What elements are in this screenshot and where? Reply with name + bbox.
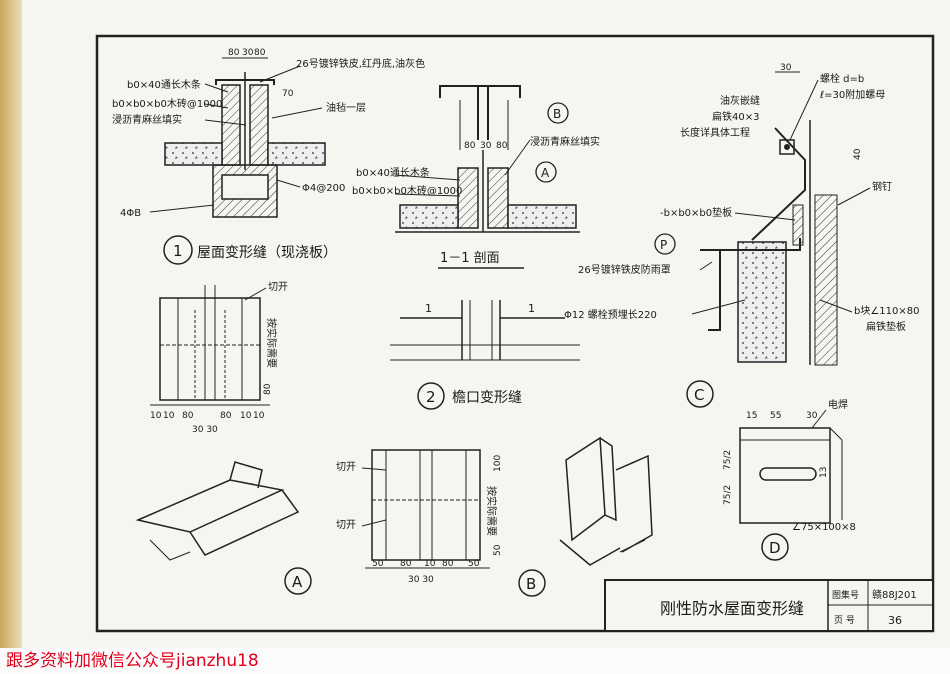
d2-cut-right: 1 <box>528 302 535 315</box>
dd-dim-left-0: 75/2 <box>723 450 733 470</box>
d1-dim-c: 80 <box>254 48 266 58</box>
dc-embed: Φ12 螺栓预埋长220 <box>564 308 657 321</box>
d1-label-fill: 浸沥青麻丝填实 <box>112 113 182 126</box>
ub-dim-1: 80 <box>400 559 412 569</box>
d1-label-rebar: Φ4@200 <box>302 183 345 194</box>
watermark-text: 跟多资料加微信公众号jianzhu18 <box>6 651 259 671</box>
detail-c: 30 40 螺栓 d=b ℓ=30附加螺母 油灰嵌缝 扁铁40×3 长度详具体工… <box>564 63 920 408</box>
ut-cut: 切开 <box>268 281 288 293</box>
d1-caption: 屋面变形缝（现浇板） <box>197 245 337 261</box>
binding-spine <box>0 0 22 674</box>
dd-dim-0: 15 <box>746 411 757 421</box>
ub-dim-side: 50 <box>493 544 503 556</box>
ut-dim-4: 10 <box>240 411 252 421</box>
ub-cut-2: 切开 <box>336 519 356 531</box>
ub-cut-1: 切开 <box>336 461 356 473</box>
d2-cut-left: 1 <box>425 302 432 315</box>
dc-flat-iron: 扁铁40×3 <box>712 110 759 123</box>
ub-dim-3: 80 <box>442 559 454 569</box>
dc-flat-pad: 扁铁垫板 <box>866 320 906 333</box>
ut-dim-mid: 30 30 <box>192 425 218 435</box>
dc-pad: -b×b0×b0垫板 <box>660 206 732 219</box>
d1-label-sheet: 26号镀锌铁皮,红丹底,油灰色 <box>296 57 425 70</box>
ut-dim-side: 80 <box>263 383 273 395</box>
dc-nail: 钢钉 <box>872 180 892 193</box>
iso-a: A <box>135 461 312 595</box>
d1-label-brick: b0×b0×b0木砖@1000 <box>112 97 222 110</box>
d2-number: 2 <box>426 388 436 406</box>
d1-dim-b: 30 <box>242 48 254 58</box>
ub-dim-top: 100 <box>493 455 503 472</box>
dd-dim-2: 30 <box>806 411 818 421</box>
atlas-label: 图集号 <box>832 589 859 601</box>
dc-dim-side: 40 <box>853 148 863 160</box>
detail-d: 电焊 15 55 30 75/2 75/2 13 ∠75×100×8 D <box>723 398 856 561</box>
dd-dim-left-1: 75/2 <box>723 485 733 505</box>
s11-label-fill: 浸沥青麻丝填实 <box>530 135 600 148</box>
d1-dim-right: 70 <box>282 89 294 99</box>
ub-vert: 按实际需要 <box>485 486 498 536</box>
detail-2-eaves-joint: 1 1 2 檐口变形缝 <box>390 300 580 410</box>
s11-dim-a: 80 <box>464 141 476 151</box>
detail-1-roof-joint: 80 30 80 70 b0×40通长木条 b0×b0×b0木砖@1000 浸沥… <box>112 48 425 265</box>
dc-angle: b块∠110×80 <box>854 305 920 317</box>
dc-dim-top: 30 <box>780 63 792 73</box>
iso-b: B <box>518 436 653 597</box>
iso-a-marker: A <box>292 573 303 591</box>
ub-dim-0: 50 <box>372 559 384 569</box>
section-1-1: 80 30 80 B A 浸沥青麻丝填实 b0×40通长木条 b0×b0×b0木… <box>352 85 600 269</box>
ub-dim-2: 10 <box>424 559 436 569</box>
d1-dim-a: 80 <box>228 48 240 58</box>
dc-hood: 26号镀锌铁皮防雨罩 <box>578 263 671 276</box>
iso-b-marker: B <box>526 575 536 593</box>
s11-caption: 1－1 剖面 <box>440 251 500 266</box>
outer-frame <box>95 34 935 633</box>
ut-dim-0: 10 <box>150 411 162 421</box>
title-block: 刚性防水屋面变形缝 图集号 赣88J201 页 号 36 <box>604 579 934 632</box>
dc-marker: C <box>694 386 704 404</box>
sheet-title: 刚性防水屋面变形缝 <box>660 599 804 618</box>
dd-dim-1: 55 <box>770 411 781 421</box>
dd-weld: 电焊 <box>828 398 848 411</box>
paper <box>22 0 950 648</box>
s11-dim-b: 30 <box>480 141 492 151</box>
dc-length: 长度详具体工程 <box>680 126 750 139</box>
s11-label-strip: b0×40通长木条 <box>356 166 430 179</box>
ut-dim-2: 80 <box>182 411 194 421</box>
dc-marker-p: P <box>660 238 667 252</box>
dc-bolt2: ℓ=30附加螺母 <box>820 88 885 101</box>
atlas-value: 赣88J201 <box>872 588 917 601</box>
ut-dim-1: 10 <box>163 411 175 421</box>
ut-dim-5: 10 <box>253 411 265 421</box>
d2-caption: 檐口变形缝 <box>452 390 522 406</box>
watermark-bar <box>0 648 950 674</box>
dd-marker: D <box>769 539 781 557</box>
s11-marker-a: A <box>541 166 550 180</box>
dc-putty: 油灰嵌缝 <box>720 94 760 107</box>
s11-label-brick: b0×b0×b0木砖@1000 <box>352 184 462 197</box>
dc-bolt: 螺栓 d=b <box>820 72 864 85</box>
page-label: 页 号 <box>834 615 855 626</box>
page-value: 36 <box>888 614 902 627</box>
d1-number: 1 <box>173 242 183 260</box>
d1-label-strip: b0×40通长木条 <box>127 78 201 91</box>
dd-angle: ∠75×100×8 <box>792 522 856 533</box>
dd-dim-right: 13 <box>819 467 829 478</box>
ut-dim-3: 80 <box>220 411 232 421</box>
s11-marker-b: B <box>553 107 561 121</box>
unfold-top: 切开 按实际需要 80 10 10 80 80 10 10 30 30 <box>150 281 288 435</box>
s11-dim-c: 80 <box>496 141 508 151</box>
ub-dim-mid: 30 30 <box>408 575 434 585</box>
unfold-b: 切开 切开 按实际需要 100 50 50 80 10 80 50 30 30 <box>336 449 503 585</box>
ut-vert: 按实际需要 <box>265 318 278 368</box>
ub-dim-4: 50 <box>468 559 480 569</box>
d1-label-felt: 油毡一层 <box>326 101 366 114</box>
d1-label-bars: 4ΦB <box>120 208 141 219</box>
